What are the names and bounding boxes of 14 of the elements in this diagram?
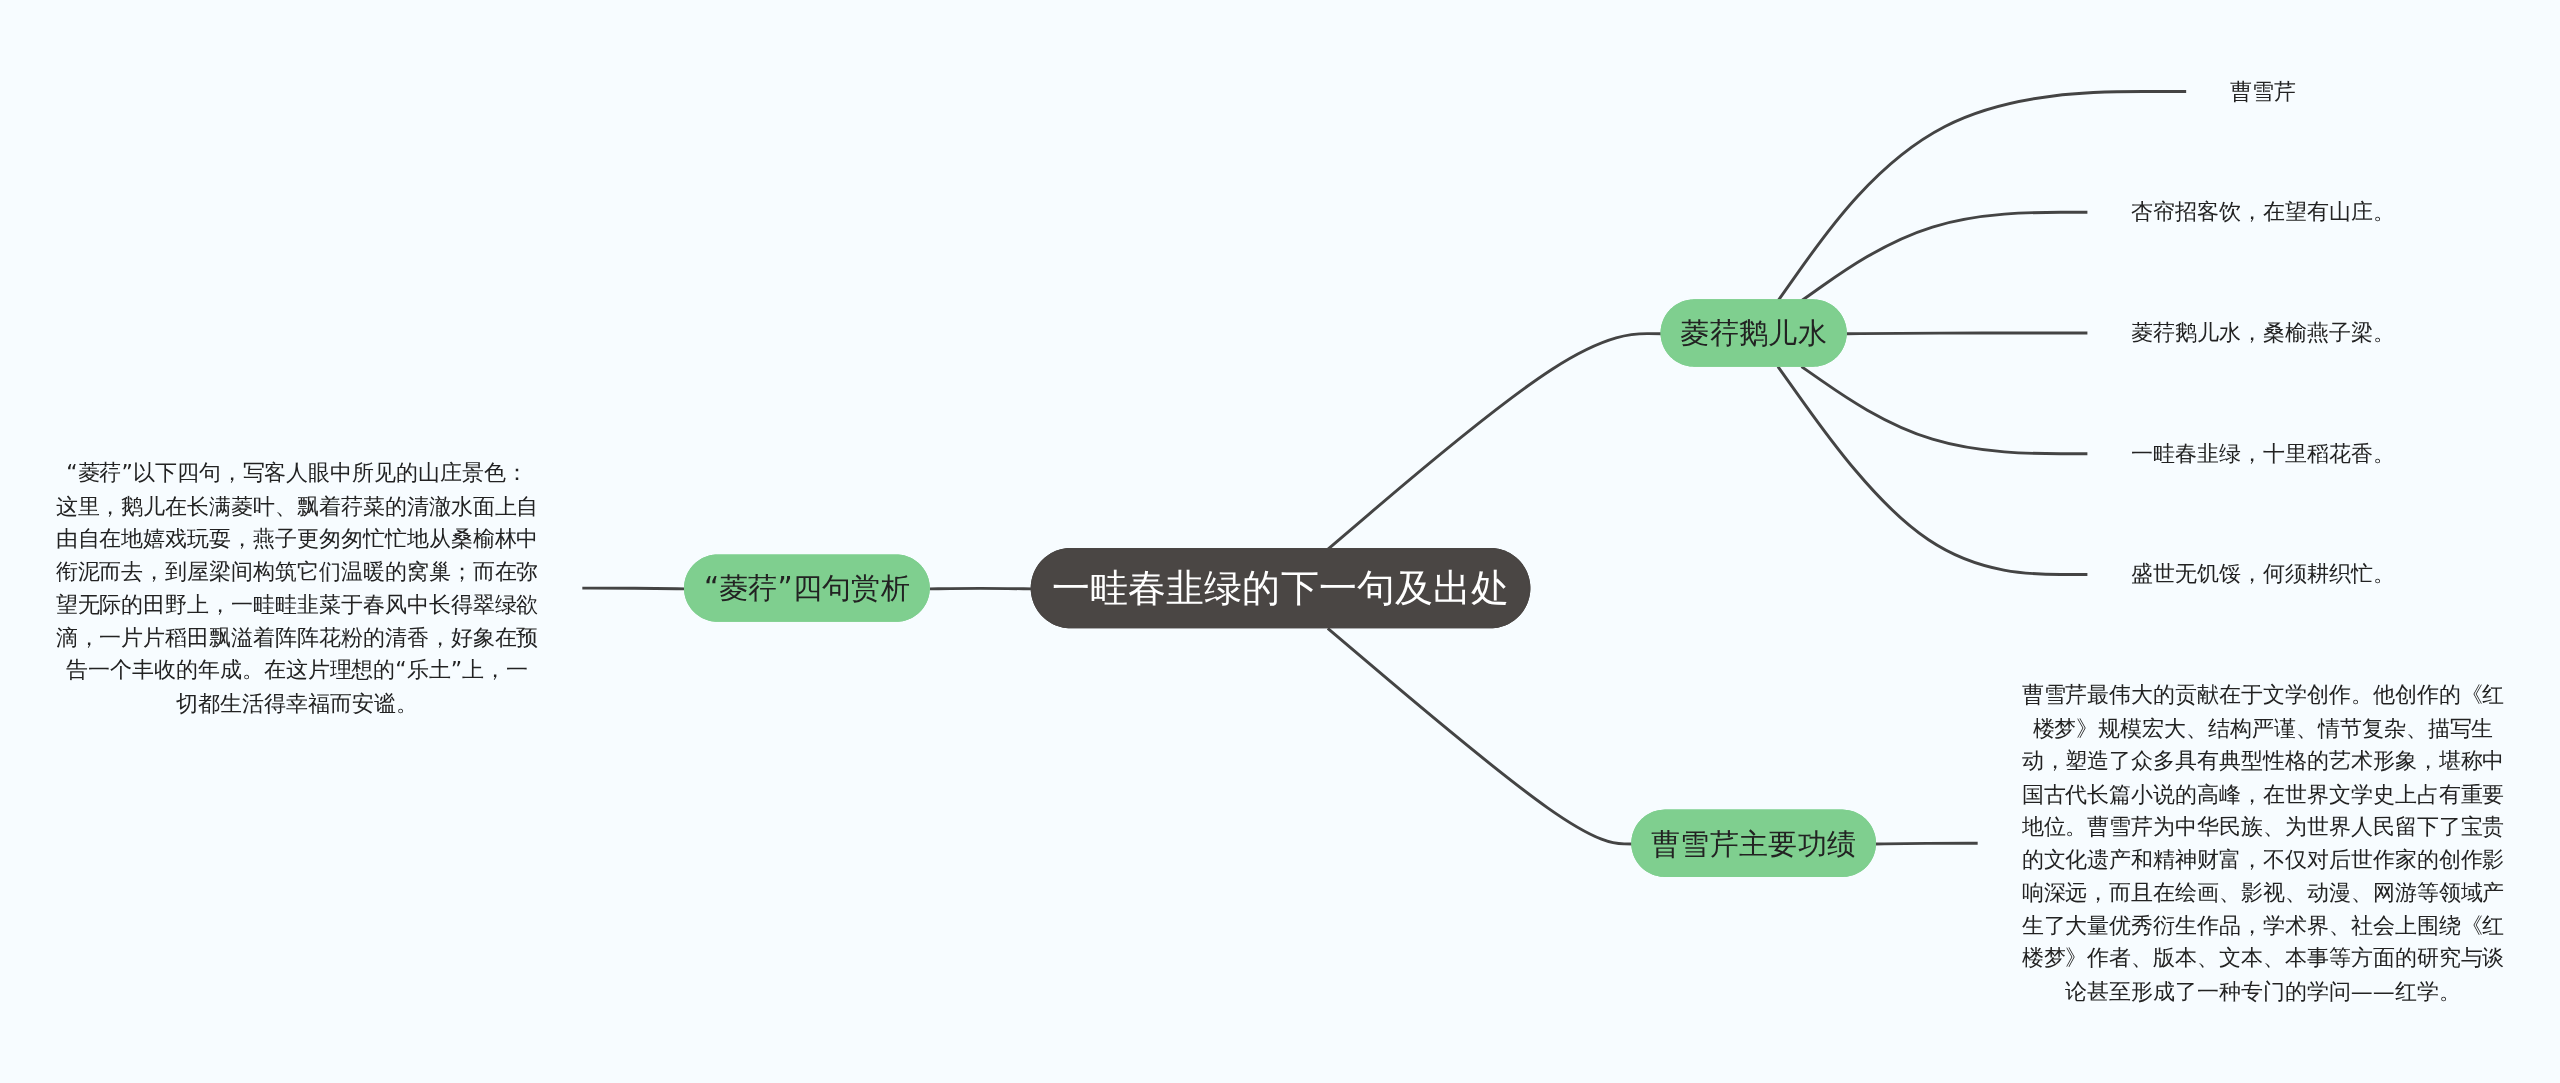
connector <box>1800 365 2088 456</box>
node-text: 杏帘招客饮，在望有山庄。 <box>2131 198 2395 226</box>
node-text: 曹雪芹 <box>2230 78 2296 105</box>
connector <box>1800 210 2088 302</box>
node-text: 一畦春韭绿，十里稻花香。 <box>2131 440 2395 467</box>
connector <box>1776 365 2088 576</box>
node-text: 菱荇鹅儿水，桑榆燕子梁。 <box>2131 319 2395 346</box>
connector <box>1875 841 1978 846</box>
node-text: 曹雪芹最伟大的贡献在于文学创作。他创作的《红楼梦》规模宏大、结构严谨、情节复杂、描写生动，塑造了众多具有典型性格的艺术形象，堪称中国古代长篇小说的高峰，在世界文学史上占有重要地位。曹雪芹为中华民族、为世界人民留下了宝贵的文化遗产和精神财富，不仅对后世作家的创作影响深远，而且在绘画、影视、动漫、网游等领域产生了大量优秀衍生作品，学术界、社会上围绕《红楼梦》作者、版本、文本、本事等方面的研究与谈论甚至形成了一种专门的学问——红学。 <box>2021 681 2505 1005</box>
node-text: 盛世无饥馁，何须耕织忙。 <box>2131 560 2395 588</box>
connector <box>1326 627 1633 846</box>
node-text: “菱荇”以下四句，写客人眼中所见的山庄景色：这里，鹅儿在长满菱叶、飘着荇菜的清澈水面上自由自在地嬉戏玩耍，燕子更匆匆忙忙地从桑榆林中衔泥而去，到屋梁间构筑它们温暖的窝巢；而在弥望无际的田野上，一畦畦韭菜于春风中长得翠绿欲滴，一片片稻田飘溢着阵阵花粉的清香，好象在预告一个丰收的年成。在这片理想的“乐土”上，一切都生活得幸福而安谧。 <box>55 459 539 717</box>
connector <box>1776 90 2187 302</box>
connector <box>1846 331 2088 336</box>
